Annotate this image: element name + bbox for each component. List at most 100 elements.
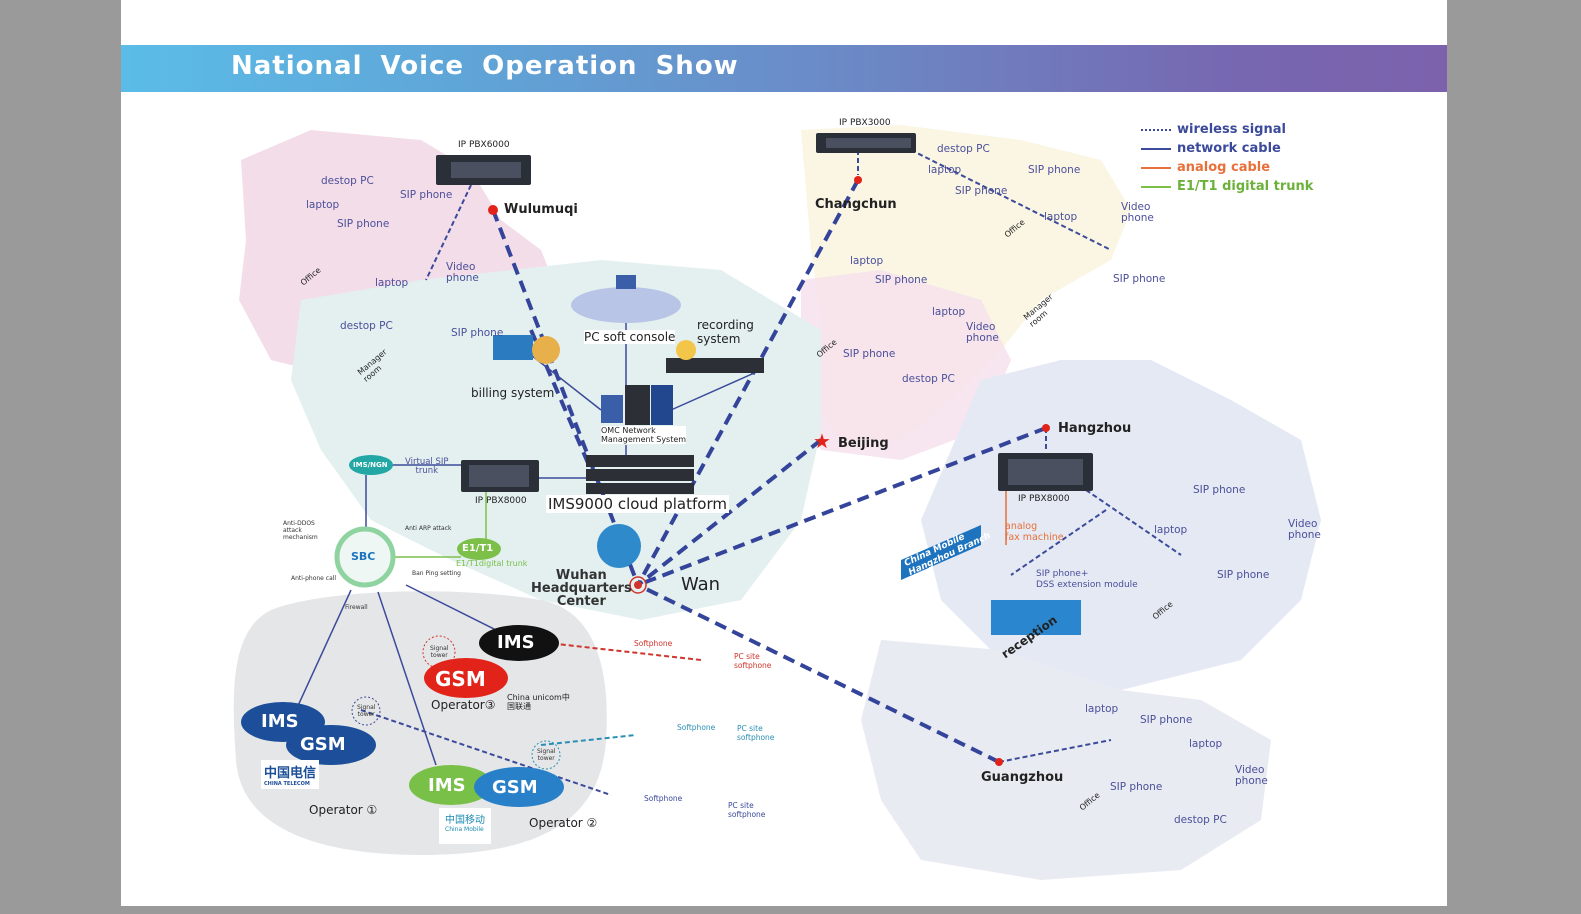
wlmq-label: SIP phone	[451, 327, 504, 339]
omc-device	[601, 385, 673, 425]
sbc-label: SBC	[351, 550, 376, 563]
pc-console-cloud	[571, 275, 681, 323]
wan-link-hangzhou	[637, 426, 1047, 587]
hz-label: Video phone	[1288, 518, 1321, 541]
city-beijing: Beijing	[838, 436, 889, 451]
city-wulumuqi: Wulumuqi	[504, 202, 578, 217]
sbc-feature-firewall: Firewall	[345, 604, 368, 611]
cable-recording-omc	[670, 369, 762, 411]
gz-label: laptop	[1085, 703, 1119, 715]
wlmq-label: Video phone	[446, 261, 479, 284]
op3-gsm-cloud	[424, 658, 508, 698]
hz-label: SIP phone	[1217, 569, 1270, 581]
pbx6000-label: IP PBX6000	[458, 140, 510, 150]
bj-label: SIP phone	[875, 274, 928, 286]
ims9000-label: IMS9000 cloud platform	[546, 495, 729, 513]
cc-label: destop PC	[937, 143, 990, 155]
gz-label: SIP phone	[1140, 714, 1193, 726]
beijing-star-icon: ★	[813, 429, 831, 453]
softphone-user-1: Softphone	[634, 639, 673, 648]
op3-ims-label: IMS	[497, 632, 535, 653]
billing-graphic	[493, 335, 560, 364]
title-banner: National Voice Operation Show	[121, 45, 1447, 92]
hz-label: SIP phone	[1193, 484, 1246, 496]
pbx6000-device	[436, 155, 531, 185]
gz-label: SIP phone	[1110, 781, 1163, 793]
hangzhou-marker	[1042, 424, 1050, 432]
e1t1-trunk-label: E1/T1digital trunk	[456, 559, 528, 568]
page: National Voice Operation Show	[121, 0, 1447, 906]
cc-label: SIP phone	[955, 185, 1008, 197]
omc-label: OMC Network Management System	[601, 426, 687, 444]
bj-label: Video phone	[966, 321, 999, 344]
cc-label: SIP phone	[1028, 164, 1081, 176]
cc-label: laptop	[928, 164, 962, 176]
bj-label: SIP phone	[843, 348, 896, 360]
ims-ngn-cloud	[349, 455, 393, 475]
city-guangzhou: Guangzhou	[981, 770, 1064, 785]
wulumuqi-marker	[488, 205, 498, 215]
cc-label: Video phone	[1121, 201, 1154, 224]
gz-label: destop PC	[1174, 814, 1227, 826]
cable-sbc-op2	[377, 591, 437, 766]
cc-label: SIP phone	[1113, 273, 1166, 285]
bj-label: laptop	[932, 306, 966, 318]
map-region-north	[801, 270, 1011, 460]
city-changchun: Changchun	[815, 197, 897, 212]
ims9000-device	[586, 455, 694, 494]
pbx8000-center-label: IP PBX8000	[475, 496, 527, 506]
e1t1-cloud	[457, 538, 501, 560]
legend-item-analog: analog cable	[1141, 158, 1313, 177]
wan-link-wulumuqi	[491, 209, 640, 586]
op1-gsm-cloud	[286, 725, 376, 765]
virtual-sip-trunk-label: Virtual SIP trunk	[405, 457, 449, 476]
wan-label: Wan	[681, 574, 721, 595]
sbc-feature-anti-arp: Anti ARP attack	[405, 525, 452, 532]
wlmq-label: SIP phone	[337, 218, 390, 230]
map-region-south	[861, 640, 1271, 880]
softphone-user-2: Softphone	[677, 723, 716, 732]
legend-item-e1t1: E1/T1 digital trunk	[1141, 177, 1313, 196]
hz-dss-label: SIP phone+ DSS extension module	[1036, 569, 1138, 590]
sbc-ring	[334, 526, 396, 588]
wlmq-label: laptop	[306, 199, 340, 211]
op3-brand-logo: China unicom中国联通	[507, 693, 570, 711]
sbc-feature-ban-ping: Ban Ping setting	[412, 570, 461, 577]
op3-gsm-label: GSM	[435, 667, 486, 691]
op1-label: Operator ①	[309, 803, 378, 817]
wuhan-hq-label: Wuhan Headquarters Center	[531, 568, 632, 609]
pbx8000-hangzhou-label: IP PBX8000	[1018, 494, 1070, 504]
op3-ims-cloud	[479, 625, 559, 661]
op1-ims-label: IMS	[261, 711, 299, 732]
pbx8000-center-device	[461, 460, 539, 492]
billing-system-label: billing system	[471, 386, 555, 400]
cc-label: laptop	[1044, 211, 1078, 223]
pc-soft-console-label: PC soft console	[584, 330, 676, 344]
wan-link-guangzhou	[637, 583, 1000, 764]
op2-label: Operator ②	[529, 816, 598, 830]
bj-label: destop PC	[902, 373, 955, 385]
op1-brand-logo: 中国电信 CHINA TELECOM	[261, 760, 320, 789]
wan-link-beijing	[636, 438, 823, 587]
legend: wireless signal network cable analog cab…	[1141, 120, 1313, 196]
op1-gsm-label: GSM	[300, 734, 346, 755]
wlmq-label: laptop	[375, 277, 409, 289]
pbx3000-label: IP PBX3000	[839, 118, 891, 128]
gz-label: laptop	[1189, 738, 1223, 750]
cable-billing-omc	[530, 354, 602, 411]
wireless-op3	[520, 639, 702, 661]
cable-sbc-op1	[295, 589, 352, 711]
hz-analog-fax-label: analog fax machine	[1005, 521, 1064, 543]
recording-system-label: recording system	[697, 318, 754, 346]
guangzhou-marker	[995, 758, 1003, 766]
op3-label: Operator③	[431, 698, 496, 712]
page-title: National Voice Operation Show	[231, 51, 739, 81]
op2-ims-cloud	[409, 765, 493, 805]
op2-gsm-label: GSM	[492, 777, 538, 798]
op2-gsm-cloud	[474, 767, 564, 807]
